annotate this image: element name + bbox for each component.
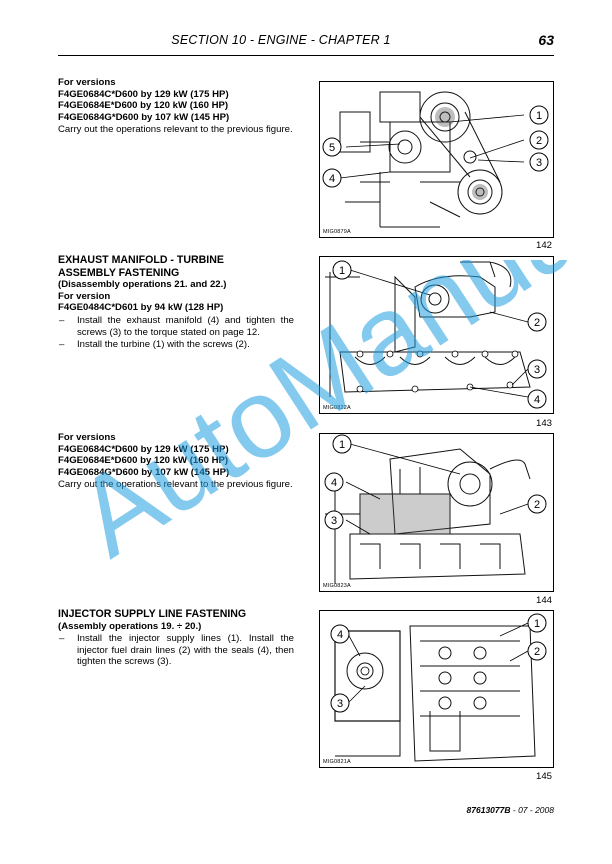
callout-1: 1 [534,618,540,630]
page-number: 63 [538,32,554,48]
callout-3: 3 [337,698,343,710]
figure-code: MIG0823A [323,583,351,589]
versions-block-1: For versions F4GE0684C*D600 by 129 kW (1… [58,77,294,136]
callout-1: 1 [536,110,542,122]
version-line: F4GE0684E*D600 by 120 kW (160 HP) [58,455,229,467]
section-heading: EXHAUST MANIFOLD - TURBINE [58,254,224,266]
version-line: F4GE0684G*D600 by 107 kW (145 HP) [58,466,230,478]
bullet-item: Install the injector supply lines (1). I… [58,633,294,668]
callout-2: 2 [534,317,540,329]
injector-lines-illustration: 1 2 3 4 [330,613,547,762]
callout-1: 1 [339,265,345,277]
instruction-text: Carry out the operations relevant to the… [58,479,293,491]
callout-4: 4 [329,173,335,185]
operations-note: (Assembly operations 19. ÷ 20.) [58,620,202,632]
callout-4: 4 [534,394,540,406]
exhaust-manifold-illustration: 1 2 3 4 [325,260,547,409]
turbine-assembly-illustration: 1 2 3 4 [324,434,547,584]
callout-3: 3 [536,157,542,169]
callout-3: 3 [331,515,337,527]
versions-label: For versions [58,77,116,88]
document-number: 87613077B [466,805,511,815]
callout-2: 2 [536,135,542,147]
figure-number: 143 [535,418,552,429]
figure-code: MIG0821A [323,759,351,765]
operations-note: (Disassembly operations 21. and 22.) [58,279,227,291]
version-line: F4GE0684C*D600 by 129 kW (175 HP) [58,88,229,100]
page-footer: 87613077B - 07 - 2008 [467,805,554,815]
callout-2: 2 [534,646,540,658]
version-line: F4GE0684C*D600 by 129 kW (175 HP) [58,443,229,455]
figure-code: MIG0822A [323,405,351,411]
callout-3: 3 [534,364,540,376]
figure-number: 144 [535,595,552,606]
figure-number: 145 [535,771,552,782]
callout-4: 4 [337,629,343,641]
section-title: SECTION 10 - ENGINE - CHAPTER 1 [171,33,391,47]
injector-line-block: INJECTOR SUPPLY LINE FASTENING (Assembly… [58,608,294,668]
version-line: F4GE0484C*D601 by 94 kW (128 HP) [58,302,224,314]
callout-2: 2 [534,499,540,511]
section-heading: ASSEMBLY FASTENING [58,266,180,279]
engine-belt-illustration: 1 2 3 5 4 [322,91,549,228]
versions-block-2: For versions F4GE0684C*D600 by 129 kW (1… [58,432,294,491]
section-heading: INJECTOR SUPPLY LINE FASTENING [58,608,247,620]
instruction-text: Carry out the operations relevant to the… [58,124,293,136]
callout-5: 5 [329,142,335,154]
callout-1: 1 [339,439,345,451]
version-line: F4GE0684G*D600 by 107 kW (145 HP) [58,111,230,123]
document-date: - 07 - 2008 [510,805,554,815]
figure-turbine-assembly: 1 2 3 4 MIG0823A [319,433,554,592]
version-line: F4GE0684E*D600 by 120 kW (160 HP) [58,100,229,112]
figure-code: MIG0879A [323,229,351,235]
bullet-item: Install the turbine (1) with the screws … [58,339,294,351]
callout-4: 4 [331,477,337,489]
bullet-item: Install the exhaust manifold (4) and tig… [58,315,294,338]
figure-exhaust-manifold: 1 2 3 4 MIG0822A [319,256,554,414]
figure-injector-lines: 1 2 3 4 MIG0821A [319,610,554,768]
page-header: SECTION 10 - ENGINE - CHAPTER 1 63 [58,32,554,51]
versions-label: For versions [58,432,116,443]
figure-engine-belt: 1 2 3 5 4 MIG0879A [319,81,554,238]
version-label: For version [58,290,111,302]
header-rule [58,55,554,56]
figure-number: 142 [535,240,552,251]
exhaust-manifold-block: EXHAUST MANIFOLD - TURBINE ASSEMBLY FAST… [58,254,294,351]
